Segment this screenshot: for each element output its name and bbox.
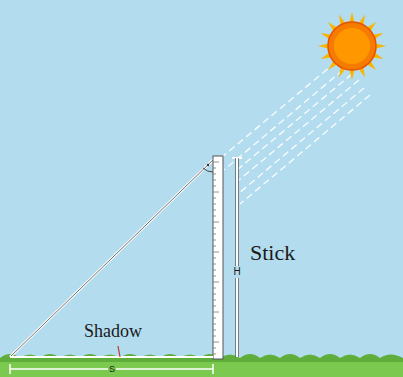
height-measure (232, 158, 242, 357)
sun (318, 12, 386, 80)
sun-rays (222, 62, 370, 204)
sight-line-edge (10, 158, 215, 357)
shadow-measure-end (212, 364, 214, 374)
height-measure-edge (236, 158, 239, 357)
grass-tufts (0, 354, 403, 362)
sight-line (10, 158, 215, 357)
shadow-symbol: S (108, 364, 116, 375)
stick-label: Stick (250, 242, 295, 264)
angle-dot (207, 164, 209, 166)
angle-arc (203, 168, 213, 172)
shadow-line (10, 356, 213, 358)
shadow-pointer (118, 346, 120, 357)
height-symbol: H (232, 266, 241, 278)
shadow-label: Shadow (84, 322, 142, 340)
stick (213, 156, 223, 359)
shadow-measure-end (9, 364, 11, 374)
ruler-ticks (213, 162, 219, 354)
